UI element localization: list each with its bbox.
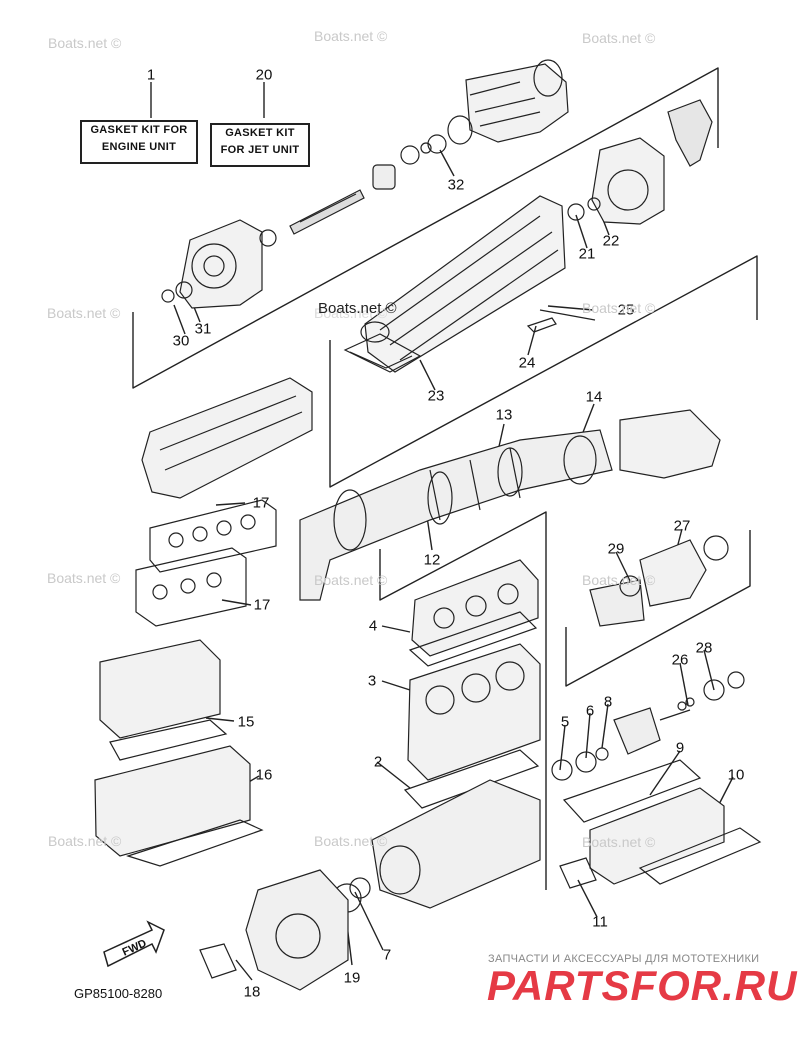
watermark: Boats.net © — [314, 833, 388, 849]
callout-26: 26 — [671, 651, 689, 669]
callout-19: 19 — [343, 969, 361, 987]
watermark: Boats.net © — [582, 834, 656, 850]
watermark: Boats.net © — [582, 572, 656, 588]
callout-17-top: 17 — [252, 494, 270, 512]
callout-16: 16 — [255, 766, 273, 784]
callout-14: 14 — [585, 388, 603, 406]
callout-24: 24 — [518, 354, 536, 372]
watermark: Boats.net © — [47, 570, 121, 586]
watermark: Boats.net © — [314, 305, 388, 321]
callout-30: 30 — [172, 332, 190, 350]
engine-parts — [94, 535, 762, 991]
intake-group-frame — [329, 255, 758, 488]
kit-engine-line1: GASKET KIT FOR — [90, 124, 188, 136]
callout-1: 1 — [146, 66, 156, 84]
callout-18: 18 — [243, 983, 261, 1001]
brand-logo: PARTSFOR.RU — [487, 962, 798, 1009]
callout-27: 27 — [673, 517, 691, 535]
watermark: Boats.net © — [314, 572, 388, 588]
callout-31: 31 — [194, 320, 212, 338]
callout-29: 29 — [607, 540, 625, 558]
callout-15: 15 — [237, 713, 255, 731]
impeller-group-frame — [565, 530, 751, 687]
kit-jet-line2: FOR JET UNIT — [220, 144, 300, 156]
callout-3: 3 — [367, 672, 377, 690]
engine-group-frame — [379, 511, 547, 890]
callout-32: 32 — [447, 176, 465, 194]
callout-2: 2 — [373, 753, 383, 771]
callout-11: 11 — [592, 913, 608, 931]
callout-22: 22 — [602, 232, 620, 250]
callout-6: 6 — [585, 702, 595, 720]
callout-12: 12 — [423, 551, 441, 569]
callout-5: 5 — [560, 713, 570, 731]
watermark-center: Boats.net © — [318, 300, 397, 317]
kit-engine-line2: ENGINE UNIT — [101, 141, 177, 153]
callout-20: 20 — [255, 66, 273, 84]
callout-28: 28 — [695, 639, 713, 657]
callout-10: 10 — [727, 766, 745, 784]
jet-group-frame — [132, 67, 719, 389]
kit-jet-line1: GASKET KIT — [225, 127, 295, 139]
watermark: Boats.net © — [582, 30, 656, 46]
brand-tagline: ЗАПЧАСТИ И АКСЕССУАРЫ ДЛЯ МОТОТЕХНИКИ — [488, 953, 760, 965]
watermark: Boats.net © — [47, 305, 121, 321]
part-code: GP85100-8280 — [74, 986, 163, 1001]
callout-8: 8 — [603, 693, 613, 711]
callout-4: 4 — [368, 617, 378, 635]
watermark: Boats.net © — [48, 833, 122, 849]
callout-17-bottom: 17 — [253, 596, 271, 614]
callout-25: 25 — [617, 301, 635, 319]
jet-unit-parts — [161, 59, 713, 373]
exhaust-parts — [135, 377, 721, 627]
callout-21: 21 — [578, 245, 596, 263]
callout-23: 23 — [427, 387, 445, 405]
kit-engine-unit: GASKET KIT FOR ENGINE UNIT — [80, 120, 198, 164]
watermark: Boats.net © — [582, 300, 656, 316]
callout-13: 13 — [495, 406, 513, 424]
kit-jet-unit: GASKET KIT FOR JET UNIT — [210, 123, 310, 167]
callout-7: 7 — [382, 946, 392, 964]
watermark: Boats.net © — [48, 35, 122, 51]
callout-9: 9 — [675, 739, 685, 757]
watermark: Boats.net © — [314, 28, 388, 44]
fwd-arrow-icon — [103, 920, 165, 968]
